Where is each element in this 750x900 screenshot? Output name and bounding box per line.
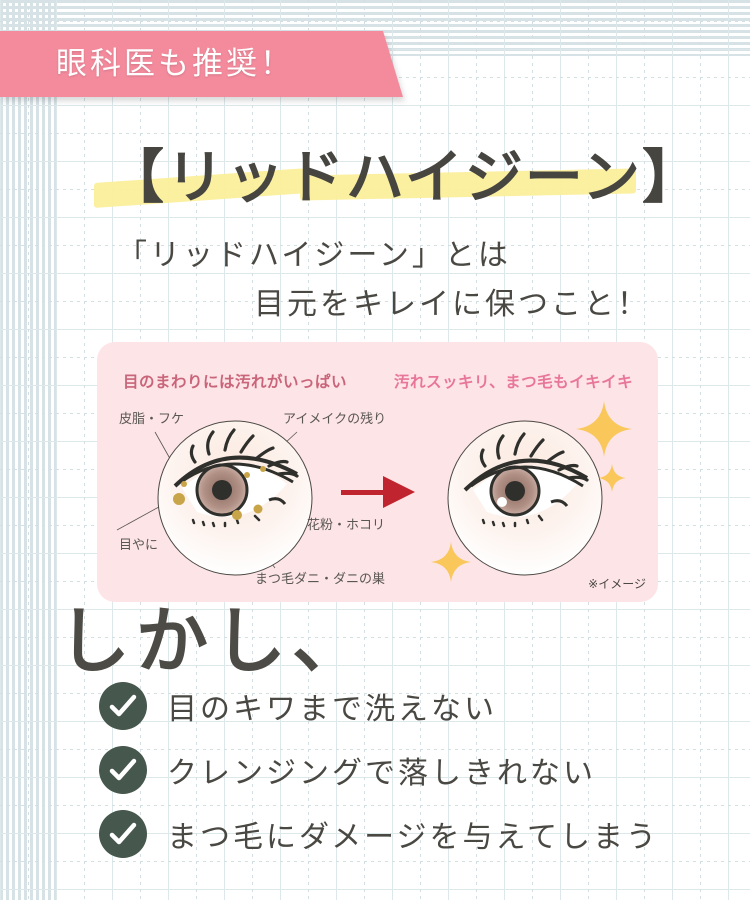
problem-text: まつ毛にダメージを与えてしまう xyxy=(167,820,659,855)
label-eye-mucus: 目やに xyxy=(119,538,159,553)
panel-heading-before: 目のまわりには汚れがいっぱい xyxy=(123,373,348,391)
recommend-banner: 眼科医も推奨！ xyxy=(0,31,410,107)
check-circle-icon xyxy=(99,810,147,858)
however-heading: しかし、 xyxy=(58,598,371,683)
check-circle-icon xyxy=(99,746,147,794)
sparkle-icon-small xyxy=(598,464,626,492)
problem-item: まつ毛にダメージを与えてしまう xyxy=(99,810,659,858)
label-makeup: アイメイクの残り xyxy=(283,412,387,427)
page-title: 【リッドハイジーン】 xyxy=(106,143,702,211)
label-sebum: 皮脂・フケ xyxy=(119,412,185,427)
problem-text: 目のキワまで洗えない xyxy=(167,692,497,727)
check-circle-icon xyxy=(99,682,147,730)
sparkle-icon-large xyxy=(576,401,632,457)
banner-text: 眼科医も推奨！ xyxy=(56,46,294,82)
problem-item: クレンジングで落しきれない xyxy=(99,746,596,794)
dirty-eye-illustration xyxy=(116,420,313,576)
arrow-right-icon xyxy=(341,476,415,508)
panel-heading-after: 汚れスッキリ、まつ毛もイキイキ xyxy=(394,373,634,391)
problem-item: 目のキワまで洗えない xyxy=(99,682,497,730)
clean-eye-illustration xyxy=(447,420,603,576)
image-note: ※イメージ xyxy=(588,577,646,591)
label-pollen: 花粉・ホコリ xyxy=(307,518,386,533)
sparkle-icon-medium xyxy=(431,542,471,582)
subtitle-line-2: 目元をキレイに保つこと！ xyxy=(254,287,650,322)
subtitle-line-1: 「リッドハイジーン」とは xyxy=(117,238,511,273)
label-mites: まつ毛ダニ・ダニの巣 xyxy=(255,572,386,587)
banner-ribbon xyxy=(0,31,403,97)
problem-text: クレンジングで落しきれない xyxy=(167,756,596,791)
before-after-panel: 目のまわりには汚れがいっぱい 汚れスッキリ、まつ毛もイキイキ xyxy=(97,342,658,602)
